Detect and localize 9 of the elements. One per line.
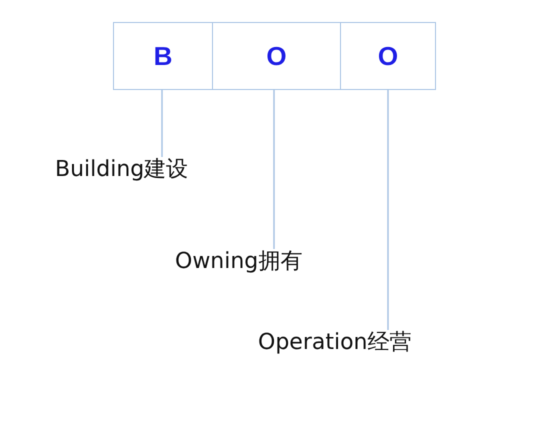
term-label: Owning拥有 xyxy=(175,249,302,275)
leader-line xyxy=(161,90,163,157)
letter-cell: B xyxy=(113,22,213,90)
letter-cell: O xyxy=(340,22,436,90)
term-label: Operation经营 xyxy=(258,330,412,356)
term-label: Building建设 xyxy=(55,157,188,183)
letter-cell: O xyxy=(212,22,341,90)
leader-line xyxy=(273,90,275,249)
leader-line xyxy=(387,90,389,330)
